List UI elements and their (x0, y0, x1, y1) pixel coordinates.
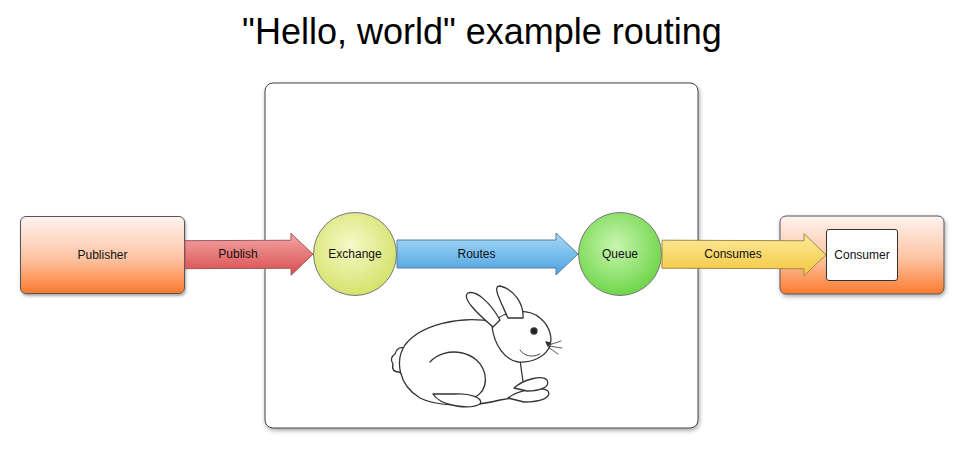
edge-label: Publish (218, 247, 257, 261)
diagram-title: "Hello, world" example routing (0, 14, 964, 50)
rabbit-head (492, 312, 551, 363)
rabbit-hind-foot (433, 394, 481, 407)
edge-label: Routes (457, 247, 495, 261)
rabbit-nose (546, 342, 550, 346)
consumer-box: Consumer (826, 229, 898, 281)
rabbit-ear (497, 286, 523, 318)
consumer-app-box (780, 216, 944, 294)
rabbit-ear (466, 293, 500, 327)
broker-box (265, 83, 698, 428)
publisher-box: Publisher (20, 216, 185, 294)
exchange-circle-shape (314, 213, 397, 296)
routes-arrow (397, 233, 578, 275)
node-label: Publisher (77, 248, 127, 262)
node-label: Exchange (328, 247, 381, 261)
queue-circle-shape (579, 213, 662, 296)
node-label: Consumer (834, 248, 889, 262)
consumes-arrow (662, 234, 826, 276)
queue-circle: Queue (578, 212, 662, 296)
rabbit-eye (531, 328, 537, 334)
rabbit-front-paw (514, 378, 548, 391)
rabbit-illustration (391, 286, 562, 407)
node-label: Queue (602, 247, 638, 261)
publish-arrow (185, 233, 313, 275)
edge-label: Consumes (704, 247, 761, 261)
rabbit-cheek (520, 350, 540, 356)
rabbit-whiskers (548, 341, 562, 354)
exchange-circle: Exchange (313, 212, 397, 296)
